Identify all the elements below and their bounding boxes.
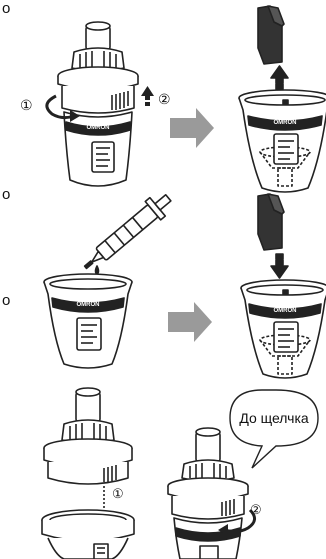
step-number-1-attach: ① — [112, 486, 124, 501]
panel-fill-medication — [44, 189, 176, 368]
step-number-1-rotate: ① — [20, 97, 33, 113]
panel-twist-and-lift — [58, 22, 138, 186]
omron-logo-panel-2: OMRON — [274, 120, 297, 126]
next-step-arrow-icon — [170, 108, 214, 148]
step-number-2-lift: ② — [158, 91, 171, 107]
omron-logo-panel-3: OMRON — [77, 302, 100, 308]
click-callout-text: До щелчка — [239, 410, 309, 426]
omron-logo-panel-4: OMRON — [274, 308, 297, 314]
lift-up-arrow-icon — [141, 86, 154, 106]
omron-logo-panel-1: OMRON — [87, 125, 110, 131]
click-callout-bubble — [230, 390, 318, 468]
panel-remove-baffle — [239, 6, 326, 192]
panel-attach-top — [42, 388, 134, 559]
next-step-arrow-icon — [168, 302, 212, 342]
panel-insert-baffle — [241, 194, 326, 378]
step-number-2-twist: ② — [250, 502, 262, 517]
panel-twist-until-click — [168, 428, 248, 559]
